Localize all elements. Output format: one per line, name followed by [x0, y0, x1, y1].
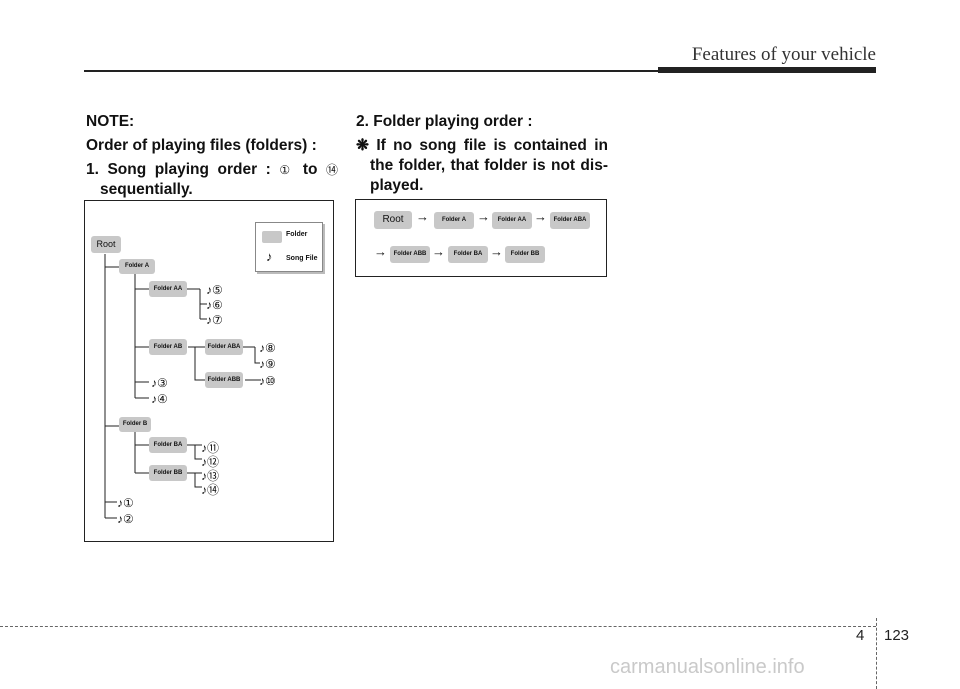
folder-bb: Folder BB [149, 465, 187, 481]
legend: Folder ♪ Song File [255, 222, 323, 272]
watermark: carmanualsonline.info [610, 656, 805, 678]
chapter-number: 4 [856, 627, 865, 644]
left-column: NOTE: Order of playing files (folders) :… [86, 112, 338, 204]
song-order-to: ⑭ [326, 163, 339, 177]
asterisk-icon: ❋ [356, 137, 369, 154]
song-6: ♪⑥ [206, 298, 223, 312]
header-rule [84, 70, 658, 72]
folder-ba: Folder BA [149, 437, 187, 453]
header-rule-accent [658, 67, 876, 73]
song-1-number: ① [123, 496, 134, 510]
folder-abb: Folder ABB [205, 372, 243, 388]
song-4-number: ④ [157, 392, 168, 406]
song-7: ♪⑦ [206, 313, 223, 327]
legend-folder-label: Folder [286, 231, 308, 238]
song-9-number: ⑨ [265, 357, 276, 371]
order-folder-bb: Folder BB [505, 246, 545, 263]
folder-a: Folder A [119, 259, 155, 274]
song-1: ♪① [117, 496, 134, 510]
arrow-icon: → [432, 244, 445, 259]
order-folder-ba: Folder BA [448, 246, 488, 263]
order-folder-a: Folder A [434, 212, 474, 229]
song-order-item: 1. Song playing order : ① to ⑭ [86, 160, 338, 180]
order-folder-abb: Folder ABB [390, 246, 430, 263]
folder-tree-diagram [104, 254, 261, 519]
song-3: ♪③ [151, 376, 168, 390]
arrow-icon: → [490, 244, 503, 259]
folder-order-figure: Root → Folder A → Folder AA → Folder ABA… [355, 199, 607, 277]
song-7-number: ⑦ [212, 313, 223, 327]
song-11: ♪⑪ [201, 441, 220, 455]
footer-rule [0, 626, 876, 627]
song-10-number: ⑩ [265, 374, 276, 388]
folder-note-line1: ❋ If no song file is contained in [356, 136, 608, 156]
folder-note-line3: played. [370, 177, 424, 194]
folder-tree-figure: Folder ♪ Song File Root Folder A Folder … [84, 200, 334, 542]
footer-divider [876, 618, 877, 689]
order-folder-aa: Folder AA [492, 212, 532, 229]
song-8: ♪⑧ [259, 341, 276, 355]
note-label: NOTE: [86, 113, 135, 130]
song-2-number: ② [123, 512, 134, 526]
song-11-number: ⑪ [207, 441, 220, 455]
order-folder-aba: Folder ABA [550, 212, 590, 229]
song-6-number: ⑥ [212, 298, 223, 312]
folder-aa: Folder AA [149, 281, 187, 297]
legend-song-label: Song File [286, 255, 318, 262]
song-order-lead: 1. Song playing order : [86, 161, 271, 178]
song-5-number: ⑤ [212, 283, 223, 297]
song-13: ♪⑬ [201, 469, 220, 483]
song-12: ♪⑫ [201, 455, 220, 469]
song-14: ♪⑭ [201, 483, 220, 497]
page-number: 123 [884, 627, 910, 644]
folder-aba: Folder ABA [205, 339, 243, 355]
arrow-icon: → [416, 209, 429, 224]
order-heading: Order of playing files (folders) : [86, 137, 317, 154]
order-root: Root [374, 211, 412, 229]
song-13-number: ⑬ [207, 469, 220, 483]
folder-b: Folder B [119, 417, 151, 432]
song-2: ♪② [117, 512, 134, 526]
folder-ab: Folder AB [149, 339, 187, 355]
folder-legend-icon [262, 231, 282, 243]
right-column: 2. Folder playing order : ❋ If no song f… [356, 112, 608, 200]
song-10: ♪⑩ [259, 374, 276, 388]
song-5: ♪⑤ [206, 283, 223, 297]
folder-root: Root [91, 236, 121, 253]
song-3-number: ③ [157, 376, 168, 390]
arrow-icon: → [477, 209, 490, 224]
song-4: ♪④ [151, 392, 168, 406]
arrow-icon: → [534, 209, 547, 224]
song-order-tail: sequentially. [100, 181, 193, 198]
song-12-number: ⑫ [207, 455, 220, 469]
folder-order-heading: 2. Folder playing order : [356, 113, 533, 130]
song-order-to-word: to [302, 161, 318, 178]
song-8-number: ⑧ [265, 341, 276, 355]
song-order-from: ① [279, 163, 295, 177]
arrow-icon: → [374, 244, 387, 259]
song-9: ♪⑨ [259, 357, 276, 371]
song-14-number: ⑭ [207, 483, 220, 497]
note-icon: ♪ [266, 249, 273, 264]
folder-note-line2: the folder, that folder is not dis- [370, 157, 608, 174]
folder-note-text1: If no song file is contained in [376, 137, 608, 154]
section-title: Features of your vehicle [691, 44, 876, 65]
